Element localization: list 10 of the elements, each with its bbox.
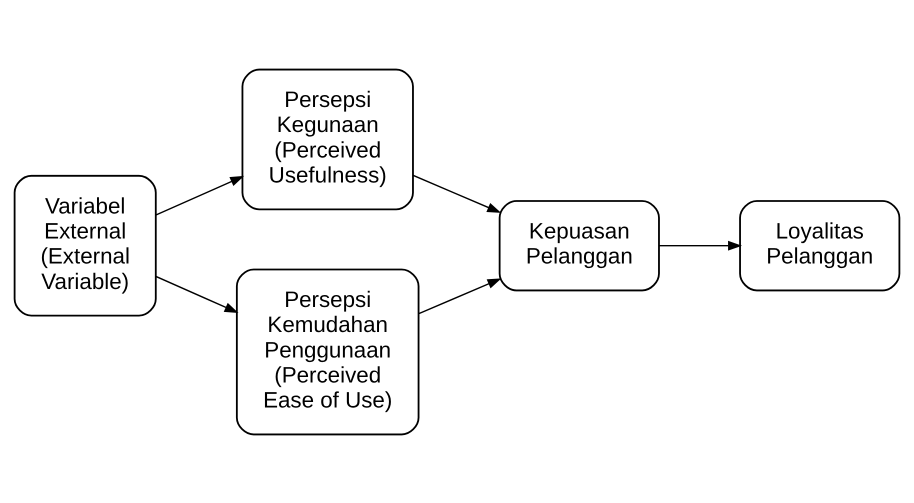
arrow	[418, 278, 502, 314]
node-box: Loyalitas Pelanggan	[739, 200, 900, 291]
arrow	[156, 175, 244, 216]
arrow	[156, 275, 238, 313]
node-box: Variabel External (External Variable)	[14, 174, 157, 316]
node-box: Persepsi Kemudahan Penggunaan (Perceived Ease of Use)	[236, 268, 420, 435]
arrow	[659, 240, 742, 250]
arrow	[413, 174, 502, 212]
node-box: Kepuasan Pelanggan	[498, 200, 660, 291]
node-box: Persepsi Kegunaan (Perceived Usefulness)	[242, 68, 414, 210]
